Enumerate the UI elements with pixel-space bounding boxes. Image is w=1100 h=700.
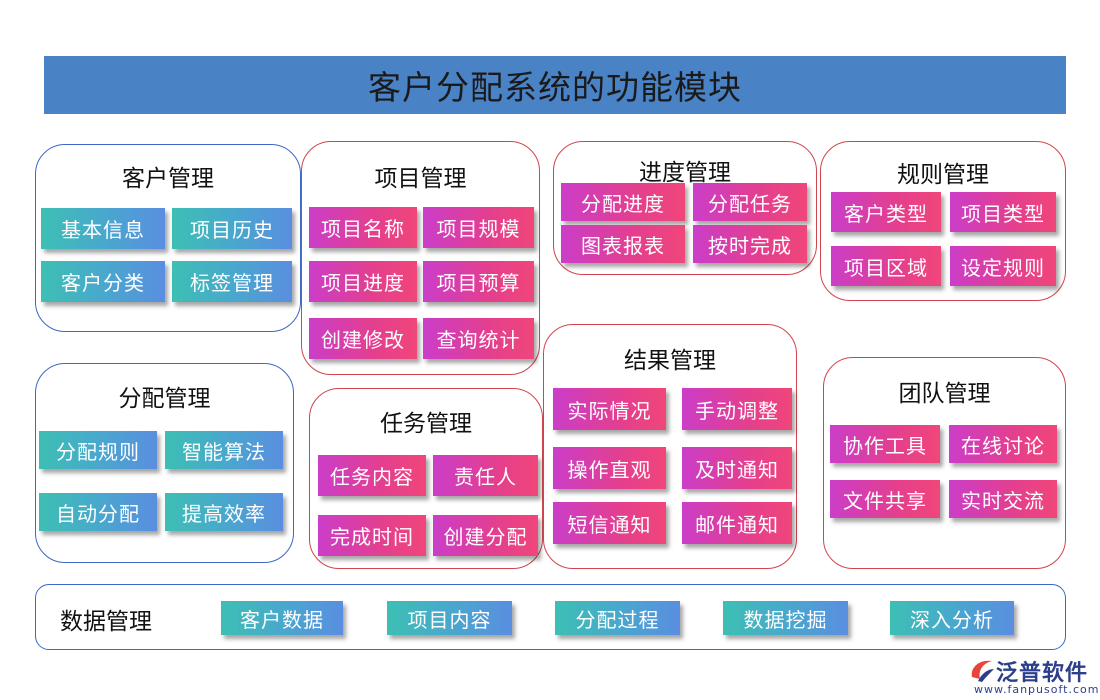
module-button[interactable]: 项目规模 <box>423 207 534 248</box>
module-button[interactable]: 提高效率 <box>165 493 283 531</box>
fanpu-logo: 泛普软件 www.fanpusoft.com <box>968 655 1098 699</box>
panel-title: 数据管理 <box>60 609 152 635</box>
module-button[interactable]: 项目类型 <box>950 192 1056 232</box>
module-button[interactable]: 分配进度 <box>561 183 685 221</box>
module-button[interactable]: 任务内容 <box>318 455 426 496</box>
panel-team: 团队管理 <box>823 357 1066 569</box>
module-button[interactable]: 查询统计 <box>423 318 534 359</box>
panel-title: 团队管理 <box>898 381 991 407</box>
module-button[interactable]: 自动分配 <box>39 493 157 531</box>
panel-title: 客户管理 <box>122 166 214 192</box>
panel-title: 结果管理 <box>624 348 716 374</box>
module-button[interactable]: 实时交流 <box>949 480 1057 518</box>
module-button[interactable]: 分配规则 <box>39 431 157 469</box>
module-button[interactable]: 项目历史 <box>172 208 292 249</box>
logo-name: 泛普软件 <box>996 661 1089 686</box>
panel-title: 分配管理 <box>118 386 211 412</box>
module-button[interactable]: 创建修改 <box>309 318 417 359</box>
panel-title: 进度管理 <box>639 160 731 186</box>
module-button[interactable]: 分配任务 <box>693 183 807 221</box>
module-button[interactable]: 邮件通知 <box>682 502 792 544</box>
module-button[interactable]: 分配过程 <box>555 601 680 635</box>
module-button[interactable]: 设定规则 <box>950 246 1056 286</box>
title-bar: 客户分配系统的功能模块 <box>44 56 1066 114</box>
module-button[interactable]: 客户分类 <box>41 261 165 302</box>
fanpu-logo-icon <box>971 660 994 682</box>
module-button[interactable]: 及时通知 <box>682 447 792 489</box>
module-button[interactable]: 基本信息 <box>41 208 165 249</box>
module-button[interactable]: 协作工具 <box>830 425 940 463</box>
module-button[interactable]: 图表报表 <box>561 225 685 263</box>
panel-result: 结果管理 <box>543 324 797 569</box>
module-button[interactable]: 文件共享 <box>830 480 940 518</box>
module-button[interactable]: 项目区域 <box>831 246 941 286</box>
panel-rules: 规则管理 <box>820 141 1066 301</box>
panel-task: 任务管理 <box>309 388 543 569</box>
module-button[interactable]: 项目预算 <box>423 261 534 302</box>
module-button[interactable]: 智能算法 <box>165 431 283 469</box>
module-button[interactable]: 数据挖掘 <box>723 601 848 635</box>
module-button[interactable]: 客户数据 <box>221 601 343 635</box>
module-button[interactable]: 在线讨论 <box>949 425 1057 463</box>
panel-allocation: 分配管理 <box>35 363 294 563</box>
module-button[interactable]: 深入分析 <box>890 601 1014 635</box>
module-button[interactable]: 短信通知 <box>553 502 666 544</box>
module-button[interactable]: 创建分配 <box>433 515 538 556</box>
panel-progress: 进度管理 <box>553 141 817 275</box>
module-button[interactable]: 按时完成 <box>693 225 807 263</box>
module-button[interactable]: 实际情况 <box>553 388 666 430</box>
module-button[interactable]: 标签管理 <box>172 261 292 302</box>
module-button[interactable]: 手动调整 <box>682 388 792 430</box>
module-button[interactable]: 项目内容 <box>387 601 512 635</box>
panel-customer: 客户管理 <box>35 144 301 332</box>
module-button[interactable]: 项目名称 <box>309 207 417 248</box>
module-button[interactable]: 客户类型 <box>831 192 941 232</box>
panel-data <box>35 584 1066 650</box>
logo-url: www.fanpusoft.com <box>974 683 1100 696</box>
module-button[interactable]: 项目进度 <box>309 261 417 302</box>
panel-title: 规则管理 <box>897 162 989 188</box>
module-button[interactable]: 完成时间 <box>318 515 426 556</box>
diagram-title: 客户分配系统的功能模块 <box>368 68 742 107</box>
panel-title: 任务管理 <box>380 411 472 437</box>
module-button[interactable]: 操作直观 <box>553 447 666 489</box>
module-button[interactable]: 责任人 <box>433 455 538 496</box>
panel-project: 项目管理 <box>301 141 540 375</box>
panel-title: 项目管理 <box>374 166 467 192</box>
